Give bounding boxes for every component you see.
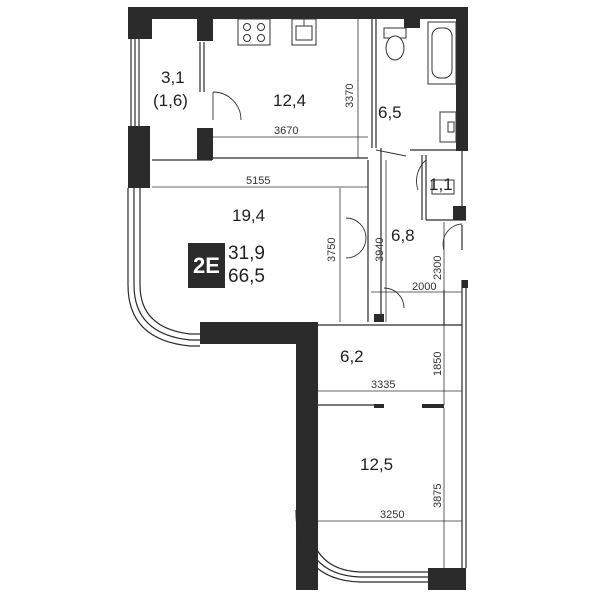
room-reduced-area-loggia: (1,6) — [153, 91, 188, 110]
total-area-value: 66,5 — [228, 266, 265, 287]
windows — [127, 39, 428, 583]
living-area-value: 31,9 — [228, 243, 265, 264]
room-area-corridor: 6,2 — [340, 347, 364, 366]
dim-living-width: 5155 — [246, 175, 270, 187]
dim-corridor-width: 3335 — [371, 379, 395, 391]
toilet-icon — [383, 27, 407, 61]
room-area-wc: 1,1 — [429, 175, 453, 194]
interior-walls — [152, 19, 468, 568]
room-area-kitchen: 12,4 — [273, 91, 306, 110]
dim-corridor-height: 1850 — [432, 352, 444, 376]
dim-kitchen-height: 3370 — [344, 84, 356, 108]
door-swing-icon — [212, 91, 463, 309]
dim-bedroom-height: 3875 — [432, 484, 444, 508]
stove-icon — [237, 18, 271, 46]
apartment-type-code: 2E — [188, 243, 225, 288]
dimension-lines — [152, 19, 462, 568]
dim-kitchen-width: 3670 — [274, 125, 298, 137]
room-area-living: 19,4 — [232, 206, 265, 225]
washbasin-icon — [431, 111, 457, 195]
room-area-loggia: 3,1 — [161, 68, 185, 87]
dim-hall-height: 3940 — [374, 238, 386, 262]
dim-wc-height: 2300 — [432, 256, 444, 280]
apartment-badge: 2E 31,9 66,5 — [188, 243, 281, 288]
bathtub-icon — [427, 21, 457, 85]
dim-bedroom-width: 3250 — [380, 509, 404, 521]
room-labels: 3,1 (1,6) 12,4 6,5 1,1 6,8 19,4 6,2 12,5 — [153, 68, 453, 474]
room-area-bedroom: 12,5 — [360, 455, 393, 474]
dim-living-height: 3750 — [326, 238, 338, 262]
room-area-hall: 6,8 — [391, 226, 415, 245]
room-area-bathroom: 6,5 — [378, 103, 402, 122]
dim-hall-width: 2000 — [412, 281, 436, 293]
sink-icon — [291, 18, 317, 46]
dimension-labels: 3370 3670 5155 3750 3940 2300 2000 1850 … — [246, 84, 444, 521]
walls — [128, 7, 468, 590]
